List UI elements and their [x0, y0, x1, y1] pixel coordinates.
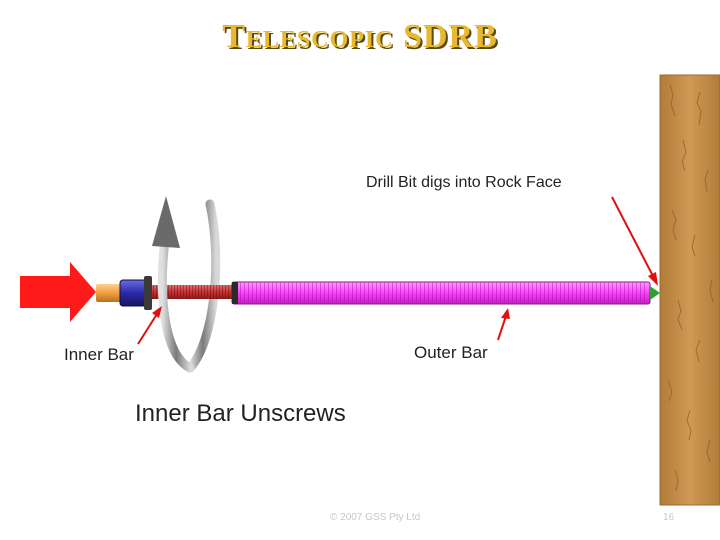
drill-bit-label: Drill Bit digs into Rock Face — [366, 174, 562, 191]
inner-bar — [150, 285, 235, 299]
push-arrow — [20, 262, 96, 322]
page-number: 16 — [663, 512, 675, 523]
end-cap — [96, 284, 122, 302]
outer-bar — [231, 281, 651, 305]
washer — [144, 276, 152, 310]
inner-bar-label: Inner Bar — [64, 345, 134, 364]
rotation-arrow — [152, 196, 195, 373]
rock-face — [659, 74, 720, 506]
drill-bit — [650, 286, 660, 300]
copyright: © 2007 GSS Pty Ltd — [330, 512, 421, 523]
callout-arrows — [137, 196, 658, 345]
outer-bar-label: Outer Bar — [414, 343, 488, 362]
unscrews-caption: Inner Bar Unscrews — [135, 400, 346, 427]
slide-title: Telescopic SDRB — [222, 18, 498, 55]
nut — [119, 279, 147, 307]
